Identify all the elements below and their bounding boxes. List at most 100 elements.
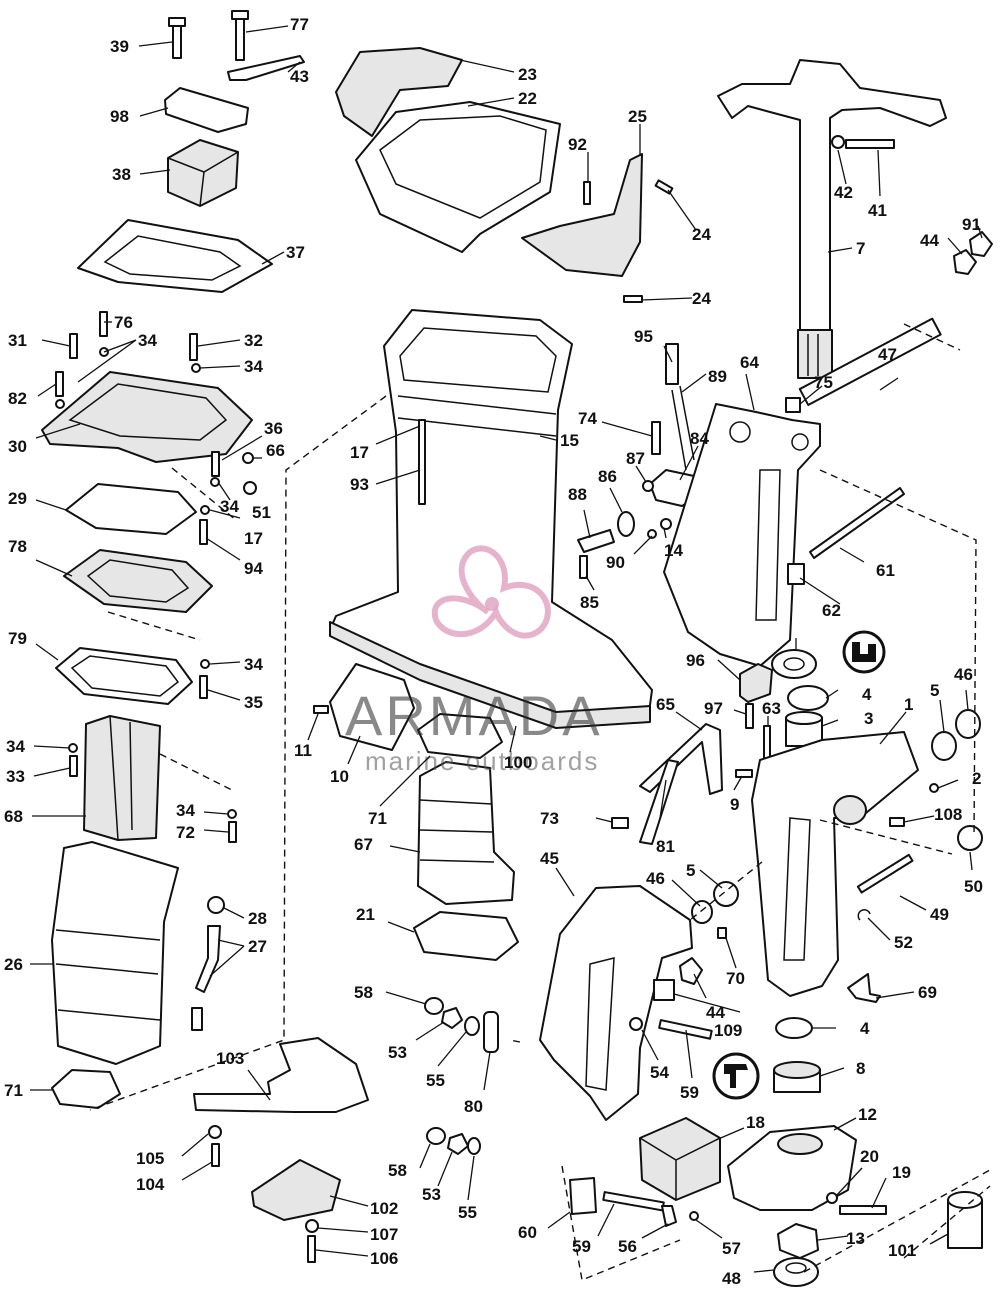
- label-4: 4: [862, 685, 872, 704]
- label-34b: 34: [244, 357, 263, 376]
- part-clamp-86: [617, 511, 635, 537]
- part-nut-51: [243, 481, 257, 495]
- label-48: 48: [722, 1269, 741, 1288]
- label-34c: 34: [220, 497, 239, 516]
- part-lever-88: [577, 529, 615, 553]
- label-20: 20: [860, 1147, 879, 1166]
- label-103: 103: [216, 1049, 244, 1068]
- label-61: 61: [876, 561, 895, 580]
- label-105: 105: [136, 1149, 164, 1168]
- label-89: 89: [708, 367, 727, 386]
- part-screw-24b: [623, 295, 643, 303]
- part-washer-46b: [691, 900, 713, 924]
- label-23: 23: [518, 65, 537, 84]
- part-plate-103: [193, 1037, 369, 1113]
- part-link-80: [483, 1011, 499, 1053]
- part-screw-69: [847, 973, 881, 1003]
- part-bolt-106: [307, 1235, 316, 1263]
- label-46a: 46: [954, 665, 973, 684]
- part-washer-54: [629, 1017, 643, 1031]
- part-cover-23: [335, 47, 463, 137]
- part-steering-arm-7: [717, 59, 947, 379]
- part-clip-52: [857, 909, 871, 921]
- part-wire-89: [671, 385, 695, 471]
- part-bolt-19: [839, 1205, 887, 1215]
- label-34d: 34: [244, 655, 263, 674]
- part-bracket-60: [569, 1177, 597, 1215]
- part-bushing-5: [931, 731, 957, 761]
- label-101: 101: [888, 1241, 916, 1260]
- label-45: 45: [540, 849, 559, 868]
- label-34a: 34: [138, 331, 157, 350]
- label-5a: 5: [930, 681, 939, 700]
- part-washer-17: [200, 505, 210, 515]
- label-54: 54: [650, 1063, 669, 1082]
- label-109: 109: [714, 1021, 742, 1040]
- label-37: 37: [286, 243, 305, 262]
- label-8: 8: [856, 1059, 865, 1078]
- part-washer-42: [831, 135, 845, 149]
- part-seal-48: [773, 1257, 819, 1287]
- part-exhaust-tube-68: [83, 715, 161, 841]
- part-bracket-43: [227, 55, 305, 81]
- label-22: 22: [518, 89, 537, 108]
- label-65: 65: [656, 695, 675, 714]
- label-55b: 55: [458, 1203, 477, 1222]
- part-swivel-housing-12: [727, 1125, 857, 1211]
- label-59b: 59: [572, 1237, 591, 1256]
- assembly-lines: [89, 323, 991, 1281]
- propeller-logo-icon: [431, 545, 551, 639]
- label-2: 2: [972, 769, 981, 788]
- part-screw-11: [313, 705, 329, 714]
- part-plate-78: [63, 549, 213, 613]
- label-12: 12: [858, 1105, 877, 1124]
- label-69: 69: [918, 983, 937, 1002]
- label-82: 82: [8, 389, 27, 408]
- label-67: 67: [354, 835, 373, 854]
- label-52: 52: [894, 933, 913, 952]
- part-exhaust-housing-15: [329, 309, 653, 729]
- label-24a: 24: [692, 225, 711, 244]
- label-76: 76: [114, 313, 133, 332]
- part-tilt-tube-47: [798, 317, 942, 406]
- sealant-symbol-icon-lower: [712, 1052, 760, 1100]
- part-screw-85: [579, 555, 588, 579]
- part-nut-44: [953, 249, 977, 275]
- label-53a: 53: [388, 1043, 407, 1062]
- part-screw-9: [735, 769, 753, 778]
- label-3: 3: [864, 709, 873, 728]
- part-rod-61: [809, 487, 905, 559]
- part-spring-62: [787, 563, 805, 585]
- part-seal-71: [51, 1069, 121, 1109]
- label-34e: 34: [6, 737, 25, 756]
- part-nut-44b: [679, 957, 703, 985]
- part-sensor-95: [665, 343, 679, 385]
- part-number-labels: 39 77 43 98 38 37 23 22 25 92 24 24 7 42…: [4, 15, 983, 1288]
- part-bolt-92: [583, 181, 591, 205]
- label-28: 28: [248, 909, 267, 928]
- part-bolt-97: [745, 703, 754, 729]
- part-gasket-29: [65, 483, 197, 535]
- part-bolt-76: [99, 311, 108, 337]
- label-46b: 46: [646, 869, 665, 888]
- label-90: 90: [606, 553, 625, 572]
- part-bolt-59: [658, 1019, 713, 1040]
- part-seal-71b: [417, 713, 503, 759]
- part-bolt-77: [231, 10, 249, 61]
- label-106: 106: [370, 1249, 398, 1268]
- label-84: 84: [690, 429, 709, 448]
- label-86: 86: [598, 467, 617, 486]
- label-57: 57: [722, 1239, 741, 1258]
- label-33: 33: [6, 767, 25, 786]
- label-102: 102: [370, 1199, 398, 1218]
- label-62: 62: [822, 601, 841, 620]
- part-bolt-39: [168, 17, 186, 59]
- part-gasket-37: [77, 219, 273, 293]
- label-55a: 55: [426, 1071, 445, 1090]
- part-bracket-65: [639, 723, 723, 795]
- part-exhaust-housing-26: [51, 841, 179, 1065]
- part-gasket-79: [55, 647, 193, 705]
- label-42: 42: [834, 183, 853, 202]
- part-block-96: [739, 663, 773, 703]
